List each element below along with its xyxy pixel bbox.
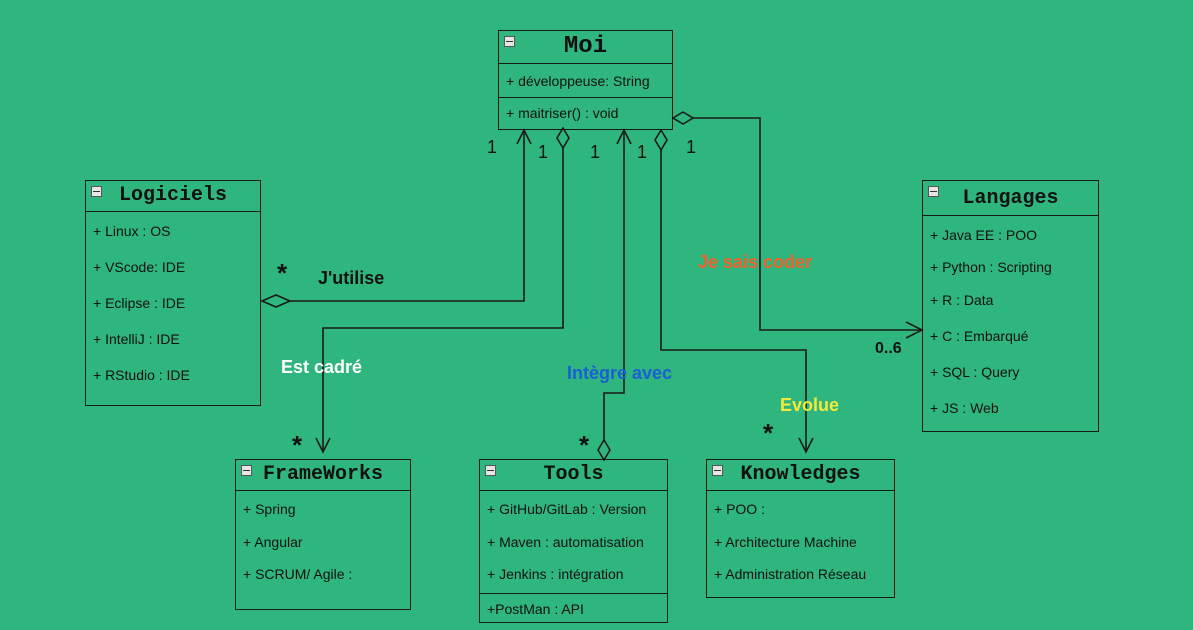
multiplicity-label: 1 [686,137,697,157]
class-moi-header: Moi [499,31,672,64]
arrowhead-knowledges [798,437,814,454]
class-langages-item: + JS : Web [930,400,999,416]
class-langages-item: + Python : Scripting [930,259,1052,275]
collapse-icon[interactable] [928,186,939,197]
relation-label-est-cadre: Est cadré [281,357,363,377]
edge-integre-avec [603,130,625,440]
class-tools-item: + Maven : automatisation [487,534,644,550]
multiplicity-star: * [277,258,288,288]
class-logiciels-item: + IntelliJ : IDE [93,331,180,347]
class-langages-header: Langages [923,181,1098,216]
multiplicity-star: * [579,430,590,460]
class-frameworks-header: FrameWorks [236,460,410,491]
class-logiciels-item: + RStudio : IDE [93,367,190,383]
class-knowledges-title: Knowledges [740,463,861,486]
class-moi-divider [499,97,672,98]
multiplicity-label: 1 [637,142,648,162]
class-frameworks-item: + Spring [243,501,296,517]
class-tools-title: Tools [543,463,604,486]
class-langages-item: + Java EE : POO [930,227,1037,243]
edge-evolue [660,150,807,452]
arrowhead-integre [616,128,632,145]
edge-est-cadre [322,148,564,452]
collapse-icon[interactable] [91,186,102,197]
class-logiciels[interactable]: Logiciels + Linux : OS + VScode: IDE + E… [85,180,261,406]
class-knowledges-item: + Architecture Machine [714,534,857,550]
class-knowledges-item: + Administration Réseau [714,566,867,582]
collapse-icon[interactable] [712,465,723,476]
diamond-moi-frameworks [556,126,570,150]
class-langages-item: + SQL : Query [930,364,1020,380]
collapse-icon[interactable] [485,465,496,476]
class-frameworks[interactable]: FrameWorks + Spring + Angular + SCRUM/ A… [235,459,411,610]
class-tools-item: + Jenkins : intégration [487,566,624,582]
collapse-icon[interactable] [241,465,252,476]
class-logiciels-item: + Linux : OS [93,223,171,239]
class-langages-item: + C : Embarqué [930,328,1029,344]
class-tools-divider [480,593,667,594]
class-knowledges-item: + POO : [714,501,765,517]
class-logiciels-header: Logiciels [86,181,260,212]
class-knowledges-header: Knowledges [707,460,894,491]
class-logiciels-title: Logiciels [118,184,228,207]
collapse-icon[interactable] [504,36,515,47]
diamond-logiciels [259,294,293,308]
relation-label-jutilise: J'utilise [318,268,385,288]
diamond-tools [597,438,611,462]
class-moi[interactable]: Moi + développeuse: String + maitriser()… [498,30,673,130]
multiplicity-label: 1 [538,142,549,162]
diamond-moi-knowledges [654,128,668,152]
multiplicity-label: 1 [590,142,601,162]
class-logiciels-item: + VScode: IDE [93,259,186,275]
class-frameworks-item: + SCRUM/ Agile : [243,566,353,582]
arrowhead-jutilise [516,128,532,145]
diamond-moi-langages [671,111,695,125]
class-tools-item: + GitHub/GitLab : Version [487,501,647,517]
class-tools-header: Tools [480,460,667,491]
class-frameworks-title: FrameWorks [262,463,384,486]
class-moi-attribute: + développeuse: String [506,73,650,89]
class-tools-item: +PostMan : API [487,601,584,617]
class-langages-title: Langages [962,187,1059,210]
class-langages[interactable]: Langages + Java EE : POO + Python : Scri… [922,180,1099,432]
class-langages-item: + R : Data [930,292,994,308]
class-frameworks-item: + Angular [243,534,303,550]
multiplicity-star: * [292,430,303,460]
class-tools[interactable]: Tools + GitHub/GitLab : Version + Maven … [479,459,668,623]
relation-label-je-sais-coder: Je sais coder [698,252,813,272]
relation-label-integre-avec: Intègre avec [567,363,673,383]
class-knowledges[interactable]: Knowledges + POO : + Architecture Machin… [706,459,895,598]
class-moi-method: + maitriser() : void [506,105,619,121]
multiplicity-label: 1 [487,137,498,157]
class-logiciels-item: + Eclipse : IDE [93,295,186,311]
class-moi-title: Moi [563,33,608,60]
multiplicity-range: 0..6 [875,340,902,357]
edge-je-sais-coder [693,117,922,331]
arrowhead-frameworks [315,437,331,454]
multiplicity-star: * [763,418,774,448]
edge-jutilise [290,130,525,302]
relation-label-evolue: Evolue [780,395,840,415]
